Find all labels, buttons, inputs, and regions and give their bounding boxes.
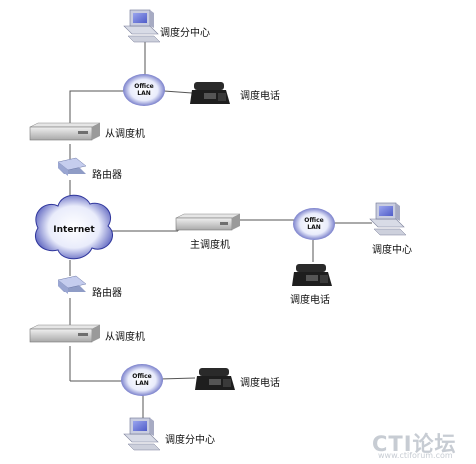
label-router-top: 路由器	[92, 170, 122, 181]
label-center: 调度中心	[372, 245, 412, 256]
office-lan-label: Office	[132, 373, 151, 380]
label-sub-center-top: 调度分中心	[160, 28, 210, 39]
switch-box-icon	[175, 213, 241, 231]
computer-icon	[123, 417, 161, 451]
office-lan-label: Office	[134, 83, 153, 90]
router-icon	[57, 157, 87, 176]
label-master: 主调度机	[190, 240, 230, 251]
office-lan-cloud-right: Office LAN	[293, 208, 335, 240]
label-sub-center-bottom: 调度分中心	[165, 435, 215, 446]
office-lan-cloud-top: Office LAN	[123, 74, 165, 106]
label-phone-bottom: 调度电话	[240, 378, 280, 389]
office-lan-label: LAN	[137, 90, 151, 97]
label-slave-top: 从调度机	[105, 129, 145, 140]
office-lan-label: LAN	[307, 224, 321, 231]
computer-icon	[369, 202, 407, 236]
cloud-icon: Internet	[35, 194, 114, 260]
switch-box-icon	[29, 324, 101, 343]
office-lan-label: LAN	[135, 380, 149, 387]
watermark-url: www.ctiforum.com	[378, 451, 453, 460]
office-lan-cloud-bottom: Office LAN	[121, 364, 163, 396]
switch-box-icon	[29, 122, 101, 141]
computer-icon	[123, 9, 161, 43]
office-lan-label: Office	[304, 217, 323, 224]
router-icon	[57, 275, 87, 294]
telephone-icon	[292, 264, 332, 286]
label-phone-top: 调度电话	[240, 91, 280, 102]
label-slave-bottom: 从调度机	[105, 332, 145, 343]
telephone-icon	[190, 82, 230, 104]
label-router-bottom: 路由器	[92, 288, 122, 299]
label-phone-right: 调度电话	[290, 295, 330, 306]
internet-label: Internet	[53, 225, 95, 235]
telephone-icon	[195, 368, 235, 390]
watermark-logo: CTI论坛	[372, 432, 457, 456]
watermark: CTI论坛 www.ctiforum.com	[372, 428, 472, 462]
